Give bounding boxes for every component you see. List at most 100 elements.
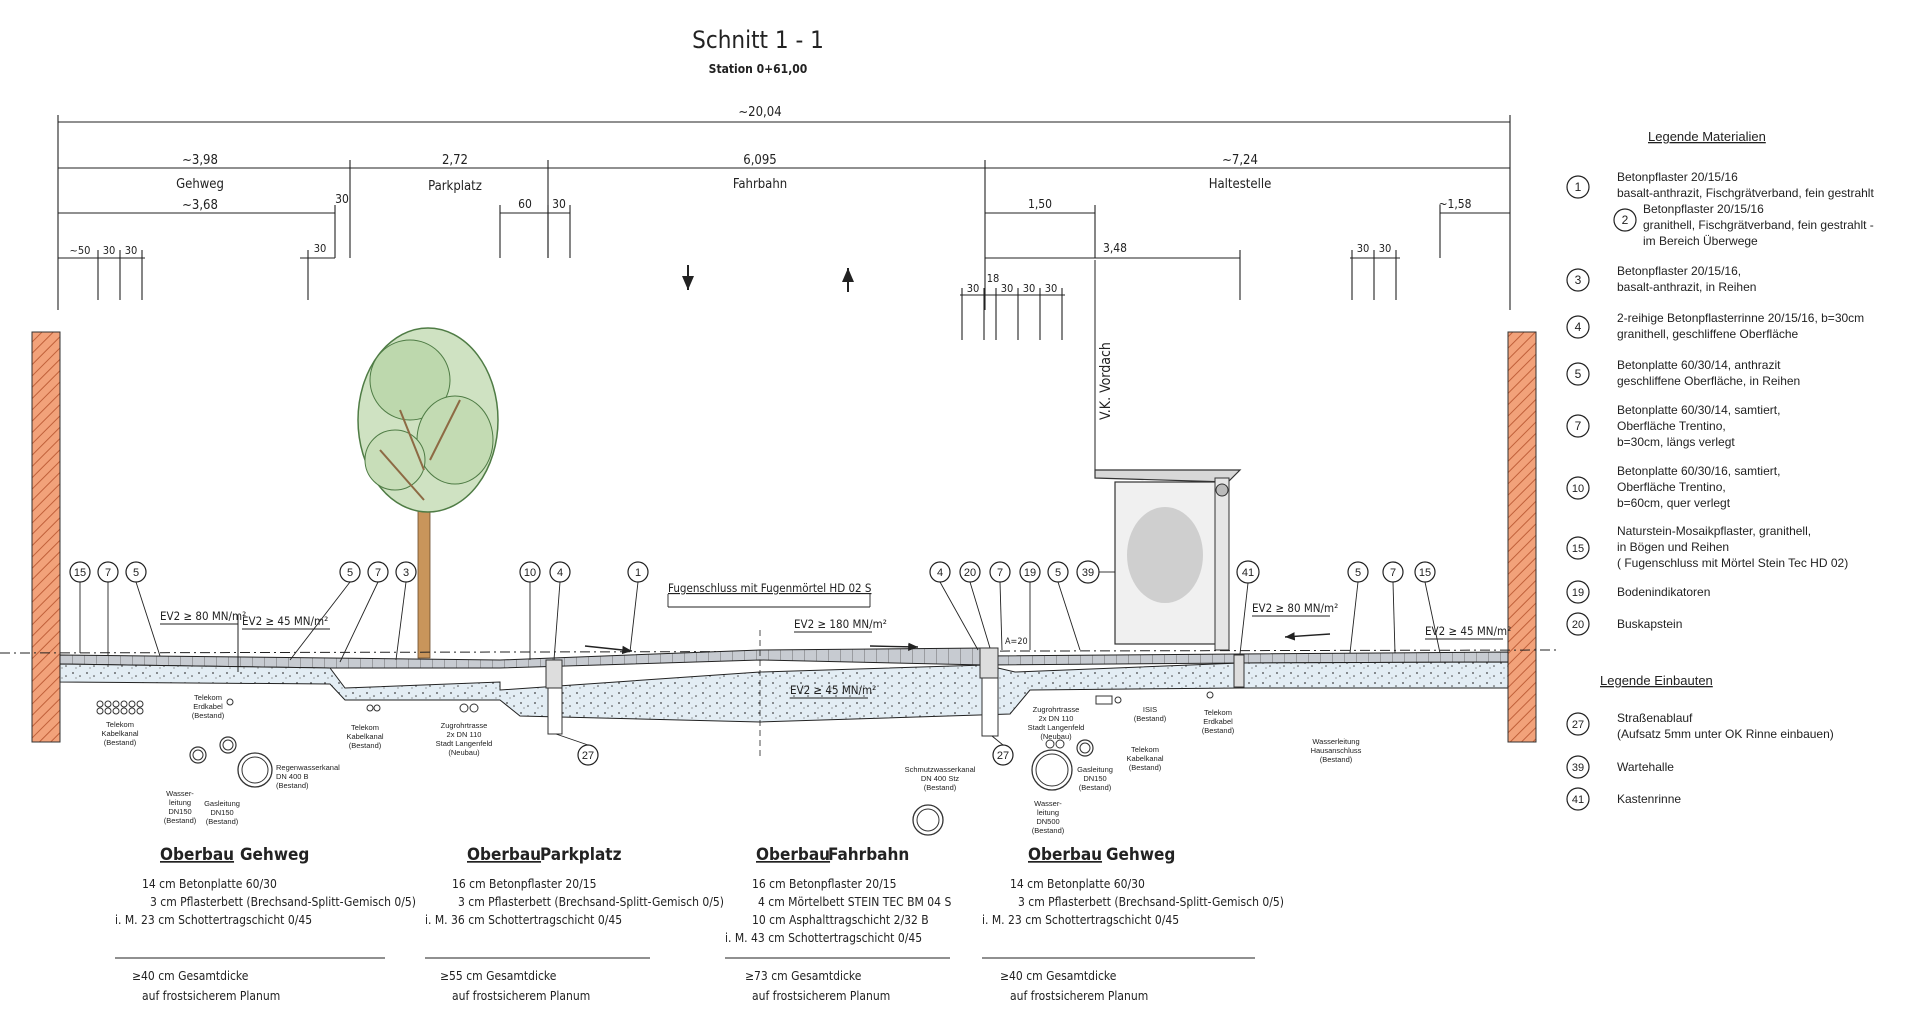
ev-80-right: EV2 ≥ 80 MN/m² [1252,601,1338,615]
svg-text:( Fugenschluss mit Mörtel Stei: ( Fugenschluss mit Mörtel Stein Tec HD 0… [1617,556,1848,570]
regenwasserkanal: Regenwasserkanal DN 400 B (Bestand) [237,752,340,790]
dim-50: ~50 [70,244,91,257]
callout-10: 10 [524,567,536,579]
svg-text:4 cm Mörtelbett STEIN TEC BM 0: 4 cm Mörtelbett STEIN TEC BM 04 S [758,895,951,909]
svg-text:Gehweg: Gehweg [240,845,309,865]
svg-text:Betonplatte 60/30/14, anthrazi: Betonplatte 60/30/14, anthrazit [1617,358,1781,372]
svg-text:3 cm Pflasterbett (Brechsand-S: 3 cm Pflasterbett (Brechsand-Splitt-Gemi… [150,895,416,909]
gasleitung-left: Gasleitung DN150 (Bestand) [204,736,240,826]
svg-text:≥55 cm Gesamtdicke: ≥55 cm Gesamtdicke [440,969,557,983]
dim-fahrbahn: 6,095 [743,153,776,168]
dim-18: 18 [987,272,1000,285]
zugrohrtrasse-left: Zugrohrtrasse 2x DN 110 Stadt Langenfeld… [436,703,492,757]
ev-80-left: EV2 ≥ 80 MN/m² [160,609,246,623]
svg-text:(Bestand): (Bestand) [104,738,137,747]
svg-text:(Bestand): (Bestand) [276,781,309,790]
fugen-note: Fugenschluss mit Fugenmörtel HD 02 S [668,581,871,595]
svg-text:Gasleitung: Gasleitung [204,799,240,808]
left-wall [31,331,61,743]
svg-text:10: 10 [1572,483,1584,495]
svg-text:Gehweg: Gehweg [1106,845,1175,865]
svg-text:Betonpflaster 20/15/16,: Betonpflaster 20/15/16, [1617,264,1741,278]
svg-text:Erdkabel: Erdkabel [1203,717,1233,726]
ev-45-left: EV2 ≥ 45 MN/m² [242,614,328,628]
dim-gehweg: ~3,98 [182,153,218,168]
svg-text:Telekom: Telekom [1131,745,1159,754]
dim-30-g: 30 [1001,282,1014,295]
zugrohrtrasse-right: Zugrohrtrasse 2x DN 110 Stadt Langenfeld… [1028,705,1085,749]
oberbau-gehweg-left: Oberbau Gehweg 14 cm Betonplatte 60/30 3… [115,845,416,1003]
callout-41: 41 [1242,567,1254,579]
svg-text:b=60cm, quer verlegt: b=60cm, quer verlegt [1617,496,1731,510]
svg-text:4: 4 [1575,320,1582,334]
dim-parkplatz: 2,72 [442,153,468,168]
svg-text:≥40 cm Gesamtdicke: ≥40 cm Gesamtdicke [1000,969,1117,983]
callout-markers: 15 7 5 5 7 3 10 4 1 4 20 7 19 5 39 41 5 … [69,560,1441,766]
svg-text:(Bestand): (Bestand) [164,816,197,825]
svg-text:Telekom: Telekom [1204,708,1232,717]
utilities: Telekom Kabelkanal (Bestand) Telekom Erd… [96,691,1362,836]
svg-text:(Aufsatz 5mm unter OK Rinne ei: (Aufsatz 5mm unter OK Rinne einbauen) [1617,727,1834,741]
dim-haltestelle: ~7,24 [1222,153,1258,168]
svg-text:3: 3 [1575,273,1582,287]
a20-label: A=20 [1005,637,1028,647]
callout-7-right-b: 7 [1390,567,1396,579]
svg-text:Betonplatte 60/30/16, samtiert: Betonplatte 60/30/16, samtiert, [1617,464,1780,478]
zone-fahrbahn: Fahrbahn [733,177,787,192]
callout-4-right: 4 [937,567,943,579]
svg-text:Bodenindikatoren: Bodenindikatoren [1617,585,1710,599]
legend-einbauten-title: Legende Einbauten [1600,673,1713,688]
dim-348: 3,48 [1103,241,1127,255]
ev-45-mid: EV2 ≥ 45 MN/m² [790,683,876,697]
legend-materials: Legende Materialien 1 Betonpflaster 20/1… [1566,129,1874,636]
gasleitung-right: Gasleitung DN150 (Bestand) [1076,739,1113,792]
svg-text:Wasser-: Wasser- [1034,799,1062,808]
callout-27-right: 27 [997,750,1009,762]
svg-text:Oberfläche Trentino,: Oberfläche Trentino, [1617,480,1726,494]
svg-text:3 cm Pflasterbett (Brechsand-S: 3 cm Pflasterbett (Brechsand-Splitt-Gemi… [1018,895,1284,909]
svg-text:Telekom: Telekom [106,720,134,729]
svg-text:(Bestand): (Bestand) [924,783,957,792]
svg-text:(Neubau): (Neubau) [448,748,480,757]
svg-text:Betonpflaster 20/15/16: Betonpflaster 20/15/16 [1643,202,1764,216]
svg-text:Kabelkanal: Kabelkanal [101,729,138,738]
svg-text:Betonpflaster 20/15/16: Betonpflaster 20/15/16 [1617,170,1738,184]
svg-text:2x DN 110: 2x DN 110 [1039,714,1074,723]
svg-text:im Bereich Überwege: im Bereich Überwege [1643,234,1758,248]
svg-text:3 cm Pflasterbett (Brechsand-S: 3 cm Pflasterbett (Brechsand-Splitt-Gemi… [458,895,724,909]
svg-text:Oberbau: Oberbau [467,845,541,865]
telekom-erdkabel-right: Telekom Erdkabel (Bestand) [1202,691,1235,735]
svg-text:(Bestand): (Bestand) [206,817,239,826]
svg-text:basalt-anthrazit, Fischgrätver: basalt-anthrazit, Fischgrätverband, fein… [1617,186,1874,200]
svg-text:2-reihige Betonpflasterrinne 2: 2-reihige Betonpflasterrinne 20/15/16, b… [1617,311,1864,325]
svg-text:Oberbau: Oberbau [1028,845,1102,865]
svg-text:in Bögen und Reihen: in Bögen und Reihen [1617,540,1729,554]
vordach-label: V.K. Vordach [1098,342,1114,420]
svg-text:ISIS: ISIS [1143,705,1157,714]
surface-annotations: Fugenschluss mit Fugenmörtel HD 02 S EV2… [160,581,1511,699]
svg-text:Parkplatz: Parkplatz [540,845,622,865]
svg-text:DN150: DN150 [1083,774,1106,783]
dim-30-a: 30 [335,192,349,206]
dim-60: 60 [518,197,532,211]
svg-text:granithell, geschliffene Oberf: granithell, geschliffene Oberfläche [1617,327,1799,341]
svg-text:Stadt Langenfeld: Stadt Langenfeld [1028,723,1085,732]
dim-30-b: 30 [552,197,566,211]
callout-15-right: 15 [1419,567,1431,579]
svg-text:leitung: leitung [169,798,191,807]
svg-text:2: 2 [1622,213,1629,227]
oberbau-fahrbahn: Oberbau Fahrbahn 16 cm Betonpflaster 20/… [725,845,951,1003]
svg-text:Regenwasserkanal: Regenwasserkanal [276,763,340,772]
svg-text:(Bestand): (Bestand) [1202,726,1235,735]
svg-text:(Bestand): (Bestand) [1320,755,1353,764]
svg-text:DN150: DN150 [168,807,191,816]
svg-text:(Neubau): (Neubau) [1040,732,1072,741]
svg-text:27: 27 [1572,719,1584,731]
svg-text:15: 15 [1572,543,1584,555]
tree-illustration [357,327,499,659]
svg-text:DN 400 Stz: DN 400 Stz [921,774,960,783]
wasserleitung-right: Wasser- leitung DN500 (Bestand) [1031,749,1073,835]
svg-text:Telekom: Telekom [351,723,379,732]
svg-text:Kabelkanal: Kabelkanal [1126,754,1163,763]
